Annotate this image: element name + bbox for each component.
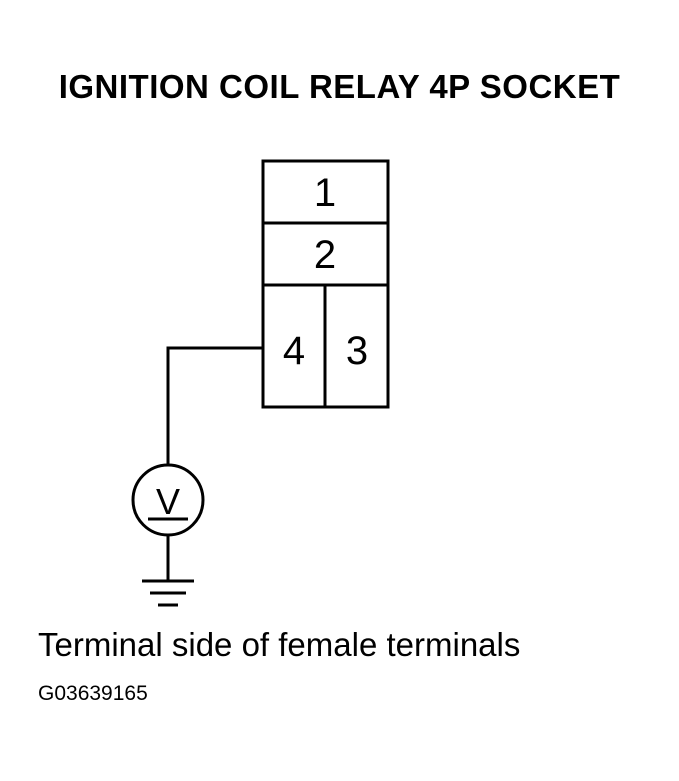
figure-id: G03639165 xyxy=(38,682,148,705)
ground-icon xyxy=(142,579,194,607)
diagram-title: IGNITION COIL RELAY 4P SOCKET xyxy=(58,68,621,105)
terminal-label-2: 2 xyxy=(314,233,336,277)
terminal-label-4: 4 xyxy=(283,329,305,373)
terminal-label-1: 1 xyxy=(314,171,336,215)
voltmeter-symbol: V xyxy=(156,481,180,522)
voltmeter-icon: V xyxy=(131,463,205,537)
test-lead-wire xyxy=(166,346,263,465)
terminal-view-caption: Terminal side of female terminals xyxy=(38,626,521,663)
terminal-label-3: 3 xyxy=(346,329,368,373)
connector-socket xyxy=(261,159,390,409)
terminal-cell-3 xyxy=(323,283,390,409)
